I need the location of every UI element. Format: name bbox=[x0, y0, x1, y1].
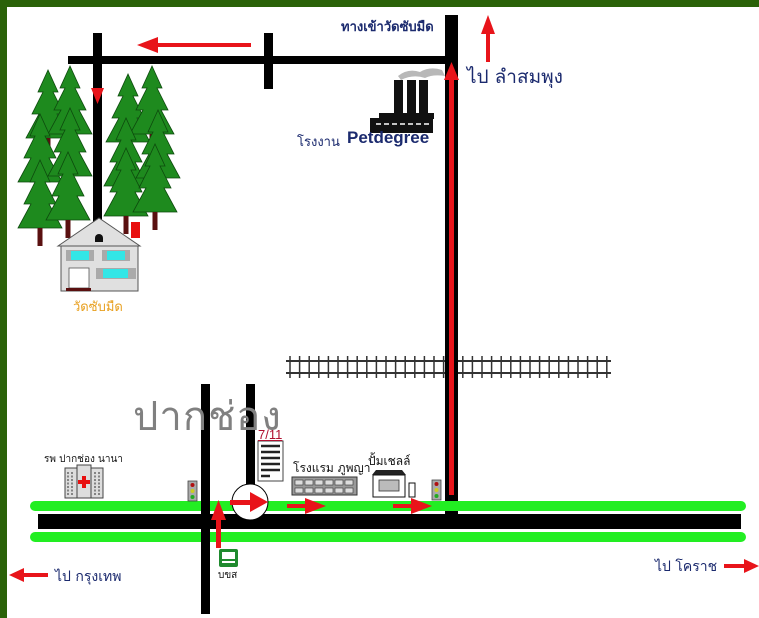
temple-access-road bbox=[68, 56, 458, 64]
temple-road bbox=[68, 33, 458, 223]
highway bbox=[30, 501, 746, 542]
highway-lane-south bbox=[30, 532, 746, 542]
frame-border-top bbox=[0, 0, 759, 7]
bus-station-label: บขส bbox=[218, 570, 238, 581]
arrow-right-icon bbox=[724, 559, 759, 573]
route-line-crossing bbox=[449, 352, 454, 382]
temple-side-road bbox=[93, 33, 102, 223]
to-lam-som-phung-label: ไป ลำสมพุง bbox=[467, 66, 563, 88]
arrow-right-icon bbox=[287, 498, 326, 514]
traffic-light-icon bbox=[187, 480, 198, 502]
traffic-light-icon bbox=[431, 479, 442, 501]
arrow-left-icon bbox=[9, 568, 48, 582]
smoke-icon bbox=[398, 68, 445, 80]
town-name-label: ปากช่อง bbox=[133, 394, 282, 440]
factory-prefix-label: โรงงาน bbox=[297, 135, 340, 150]
hotel-label: โรงแรม ภูพญา bbox=[293, 461, 371, 475]
hotel-icon bbox=[291, 476, 358, 496]
arrow-up-icon bbox=[481, 15, 495, 62]
factory-name-label: Petdegree bbox=[347, 128, 430, 147]
cross-road bbox=[264, 33, 273, 89]
frame-border-left bbox=[0, 0, 7, 618]
hospital-building-icon bbox=[64, 464, 104, 499]
arrow-left-icon bbox=[137, 37, 251, 53]
bus-icon bbox=[219, 549, 238, 567]
gas-station-icon bbox=[372, 470, 416, 498]
highway-lane-north bbox=[30, 501, 746, 511]
arrow-up-icon bbox=[444, 62, 459, 80]
roundabout-icon bbox=[230, 483, 269, 521]
to-bangkok-label: ไป กรุงเทพ bbox=[55, 569, 122, 585]
seven-eleven-label: 7/11 bbox=[258, 427, 283, 442]
factory-icon bbox=[370, 68, 445, 133]
highway-road bbox=[38, 514, 741, 529]
arrow-up-icon bbox=[211, 500, 226, 548]
gas-pump-icon bbox=[408, 482, 416, 498]
temple-entrance-label: ทางเข้าวัดซับมืด bbox=[341, 20, 434, 35]
temple-house-icon bbox=[56, 217, 142, 292]
temple-label: วัดซับมืด bbox=[73, 300, 123, 315]
town-road-east bbox=[246, 384, 255, 499]
arrow-right-icon bbox=[393, 498, 432, 514]
hospital-label: รพ ปากช่อง นานา bbox=[44, 454, 123, 465]
town-road-west-crossing bbox=[201, 499, 210, 614]
route-line bbox=[449, 75, 454, 495]
to-korat-label: ไป โคราช bbox=[655, 559, 718, 575]
arrow-down-icon bbox=[91, 88, 104, 104]
convenience-store-building-icon bbox=[257, 440, 284, 482]
gas-station-label: ปั้มเชลล์ bbox=[368, 454, 411, 468]
